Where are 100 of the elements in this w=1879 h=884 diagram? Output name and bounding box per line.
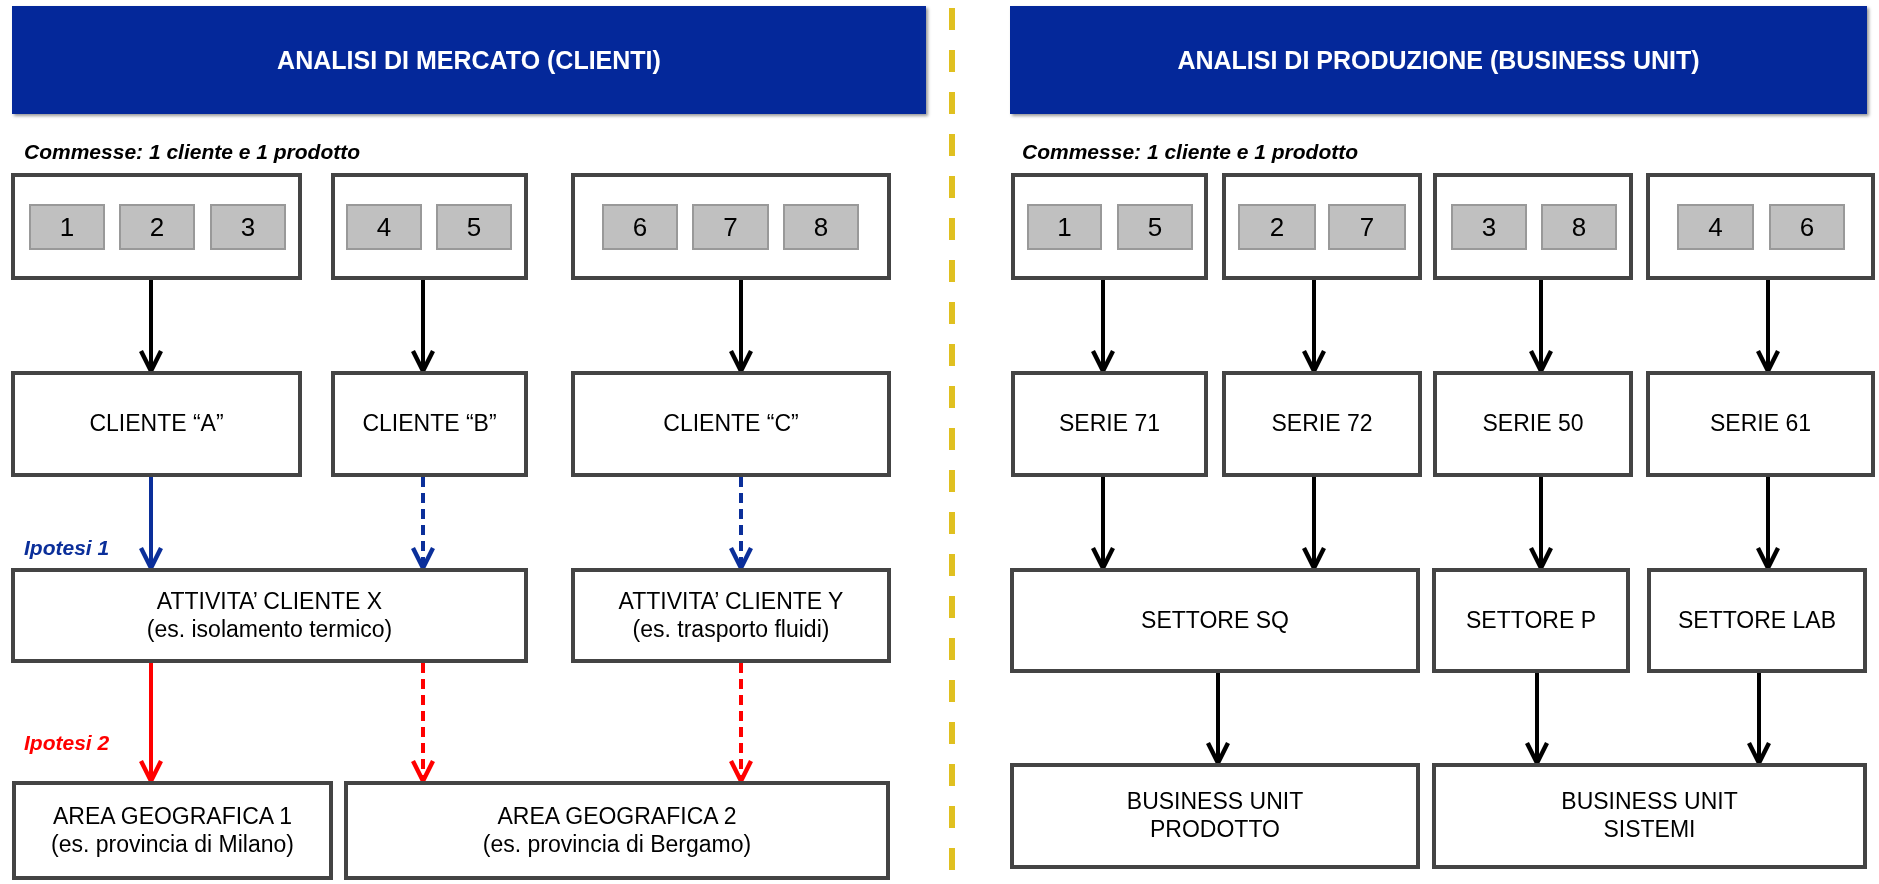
arrow [728, 280, 754, 374]
box-label: CLIENTE “A” [89, 410, 224, 438]
box-label: 7 [1359, 211, 1375, 243]
arrow [138, 477, 164, 571]
order-group-box [1433, 173, 1633, 280]
arrow [1755, 477, 1781, 571]
process-box [11, 568, 528, 663]
arrow [1090, 477, 1116, 571]
box-label: 5 [466, 211, 482, 243]
process-box [1432, 568, 1630, 673]
arrow [1528, 280, 1554, 374]
box-label: BUSINESS UNIT SISTEMI [1560, 788, 1739, 844]
box-label: SERIE 72 [1271, 410, 1373, 438]
box-label: 6 [1799, 211, 1815, 243]
note-label: Commesse: 1 cliente e 1 prodotto [24, 140, 361, 164]
arrow [1090, 280, 1116, 374]
box-label: 5 [1147, 211, 1163, 243]
box-label: ATTIVITA’ CLIENTE Y [618, 587, 844, 616]
box-label: SETTORE SQ [1141, 606, 1289, 635]
box-label: SERIE 50 [1482, 410, 1584, 438]
box-label: ATTIVITA’ CLIENTE X [156, 587, 383, 616]
box-label: 2 [149, 211, 165, 243]
order-number-box [1328, 204, 1406, 250]
process-box [1222, 371, 1422, 477]
box-label: 7 [723, 211, 738, 243]
section-title: ANALISI DI PRODUZIONE (BUSINESS UNIT) [1177, 45, 1700, 75]
box-label: AREA GEOGRAFICA 1 [53, 802, 292, 831]
order-number-box [1541, 204, 1617, 250]
box-label: SERIE 71 [1059, 410, 1160, 438]
process-box [1647, 568, 1867, 673]
order-number-box [436, 204, 512, 250]
arrow [410, 477, 436, 571]
order-group-box [1646, 173, 1875, 280]
order-group-box [331, 173, 528, 280]
box-label: 4 [376, 211, 392, 243]
process-box [1010, 568, 1420, 673]
order-number-box [783, 204, 859, 250]
arrow [728, 477, 754, 571]
process-box [11, 371, 302, 477]
arrow [410, 663, 436, 784]
box-note: (es. trasporto fluidi) [632, 615, 830, 644]
process-box [1433, 371, 1633, 477]
note-label: Commesse: 1 cliente e 1 prodotto [1022, 140, 1359, 164]
arrow [410, 280, 436, 374]
arrow [728, 663, 754, 784]
order-number-box [29, 204, 105, 250]
box-label: 4 [1708, 211, 1723, 243]
arrow [138, 280, 164, 374]
order-number-box [1027, 204, 1102, 250]
order-number-box [346, 204, 422, 250]
box-label: 8 [813, 211, 829, 243]
process-box [331, 371, 528, 477]
order-number-box [1117, 204, 1193, 250]
box-note: (es. isolamento termico) [146, 615, 393, 644]
order-number-box [1769, 204, 1845, 250]
process-box [344, 781, 890, 880]
arrow [138, 663, 164, 784]
process-box [571, 371, 891, 477]
arrow [1746, 673, 1772, 766]
order-number-box [119, 204, 195, 250]
hypothesis-label: Ipotesi 2 [24, 731, 110, 755]
box-label: SETTORE P [1466, 606, 1596, 635]
box-label: 3 [240, 211, 256, 243]
arrow [1524, 673, 1550, 766]
order-number-box [602, 204, 678, 250]
header-band [1010, 6, 1867, 114]
box-label: CLIENTE “B” [362, 410, 497, 438]
arrow [1205, 673, 1231, 766]
box-note: (es. provincia di Milano) [51, 830, 294, 859]
process-box [1432, 763, 1867, 869]
box-label: CLIENTE “C” [663, 410, 799, 438]
header-band [12, 6, 926, 114]
box-label: 2 [1269, 211, 1285, 243]
order-number-box [1238, 204, 1316, 250]
box-label: SETTORE LAB [1677, 606, 1837, 635]
process-box [1010, 763, 1420, 869]
arrow [1528, 477, 1554, 571]
order-number-box [692, 204, 769, 250]
order-group-box [571, 173, 891, 280]
box-label: 8 [1571, 211, 1587, 243]
order-number-box [1451, 204, 1527, 250]
order-group-box [1011, 173, 1208, 280]
order-number-box [1677, 204, 1754, 250]
box-label: SERIE 61 [1710, 410, 1811, 438]
process-box [1011, 371, 1208, 477]
hypothesis-label: Ipotesi 1 [24, 536, 110, 560]
box-label: AREA GEOGRAFICA 2 [497, 802, 737, 831]
order-number-box [210, 204, 286, 250]
order-group-box [1222, 173, 1422, 280]
box-label: 3 [1481, 211, 1497, 243]
box-note: (es. provincia di Bergamo) [482, 830, 752, 859]
box-label: 6 [632, 211, 648, 243]
box-label: 1 [1057, 211, 1072, 243]
process-box [1646, 371, 1875, 477]
process-box [12, 781, 333, 880]
section-title: ANALISI DI MERCATO (CLIENTI) [277, 45, 661, 75]
order-group-box [11, 173, 302, 280]
arrow [1301, 477, 1327, 571]
box-label: 1 [59, 211, 75, 243]
arrow [1301, 280, 1327, 374]
